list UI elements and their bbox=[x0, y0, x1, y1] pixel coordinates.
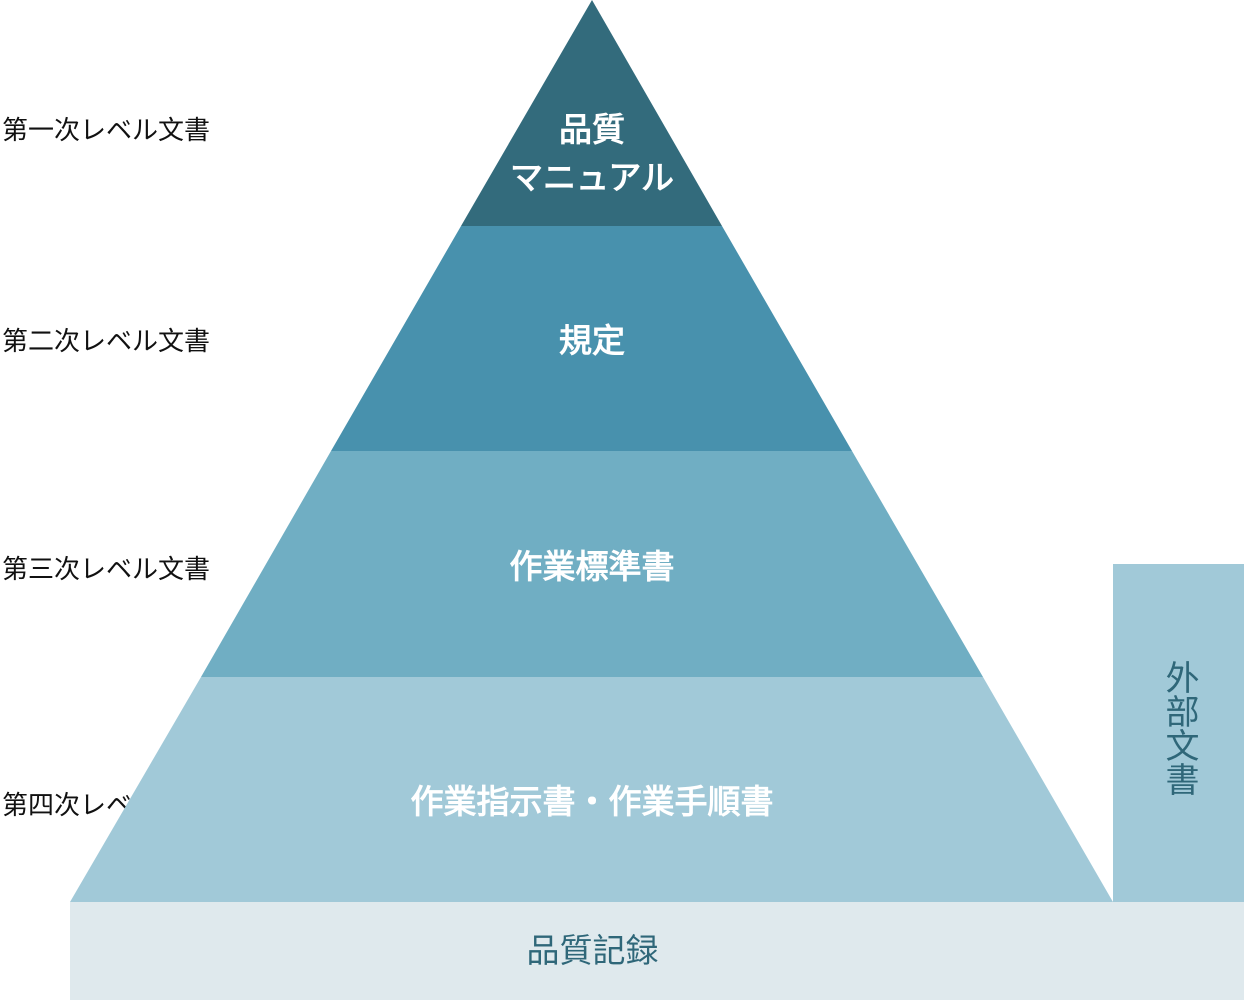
quality-records-label: 品質記録 bbox=[526, 931, 659, 970]
quality-records-bar bbox=[70, 902, 1244, 1000]
level-3-label: 第三次レベル文書 bbox=[2, 555, 211, 585]
tier-3-label: 作業標準書 bbox=[510, 547, 675, 586]
external-documents-label: 外部文書 bbox=[1159, 660, 1199, 796]
level-1-label: 第一次レベル文書 bbox=[2, 116, 211, 146]
tier-2-regulations bbox=[331, 226, 852, 451]
tier-4-label: 作業指示書・作業手順書 bbox=[411, 782, 774, 821]
tier-1-label-line-1: 品質 bbox=[559, 110, 625, 149]
tier-4-work-instructions bbox=[70, 677, 1113, 902]
tier-1-quality-manual bbox=[461, 0, 722, 226]
level-2-label: 第二次レベル文書 bbox=[2, 327, 211, 357]
external-documents-box bbox=[1113, 564, 1244, 902]
tier-1-label-line-2: マニュアル bbox=[510, 158, 674, 197]
tier-2-label: 規定 bbox=[559, 321, 625, 360]
tier-3-work-standards bbox=[201, 451, 983, 677]
